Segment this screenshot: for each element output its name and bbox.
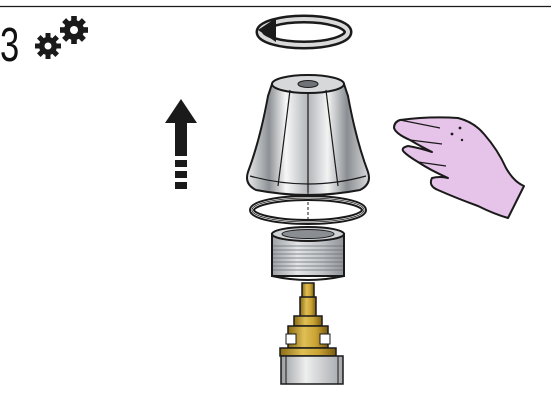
up-arrow-icon xyxy=(165,99,197,189)
gears-icon xyxy=(35,16,88,59)
valve-cartridge xyxy=(279,282,344,385)
rotate-arrow-icon xyxy=(255,14,353,50)
threaded-nut xyxy=(271,226,345,281)
o-ring xyxy=(249,195,367,225)
hand-icon xyxy=(393,116,525,219)
step-number: 3 xyxy=(0,19,20,72)
handle-knob xyxy=(246,74,370,196)
